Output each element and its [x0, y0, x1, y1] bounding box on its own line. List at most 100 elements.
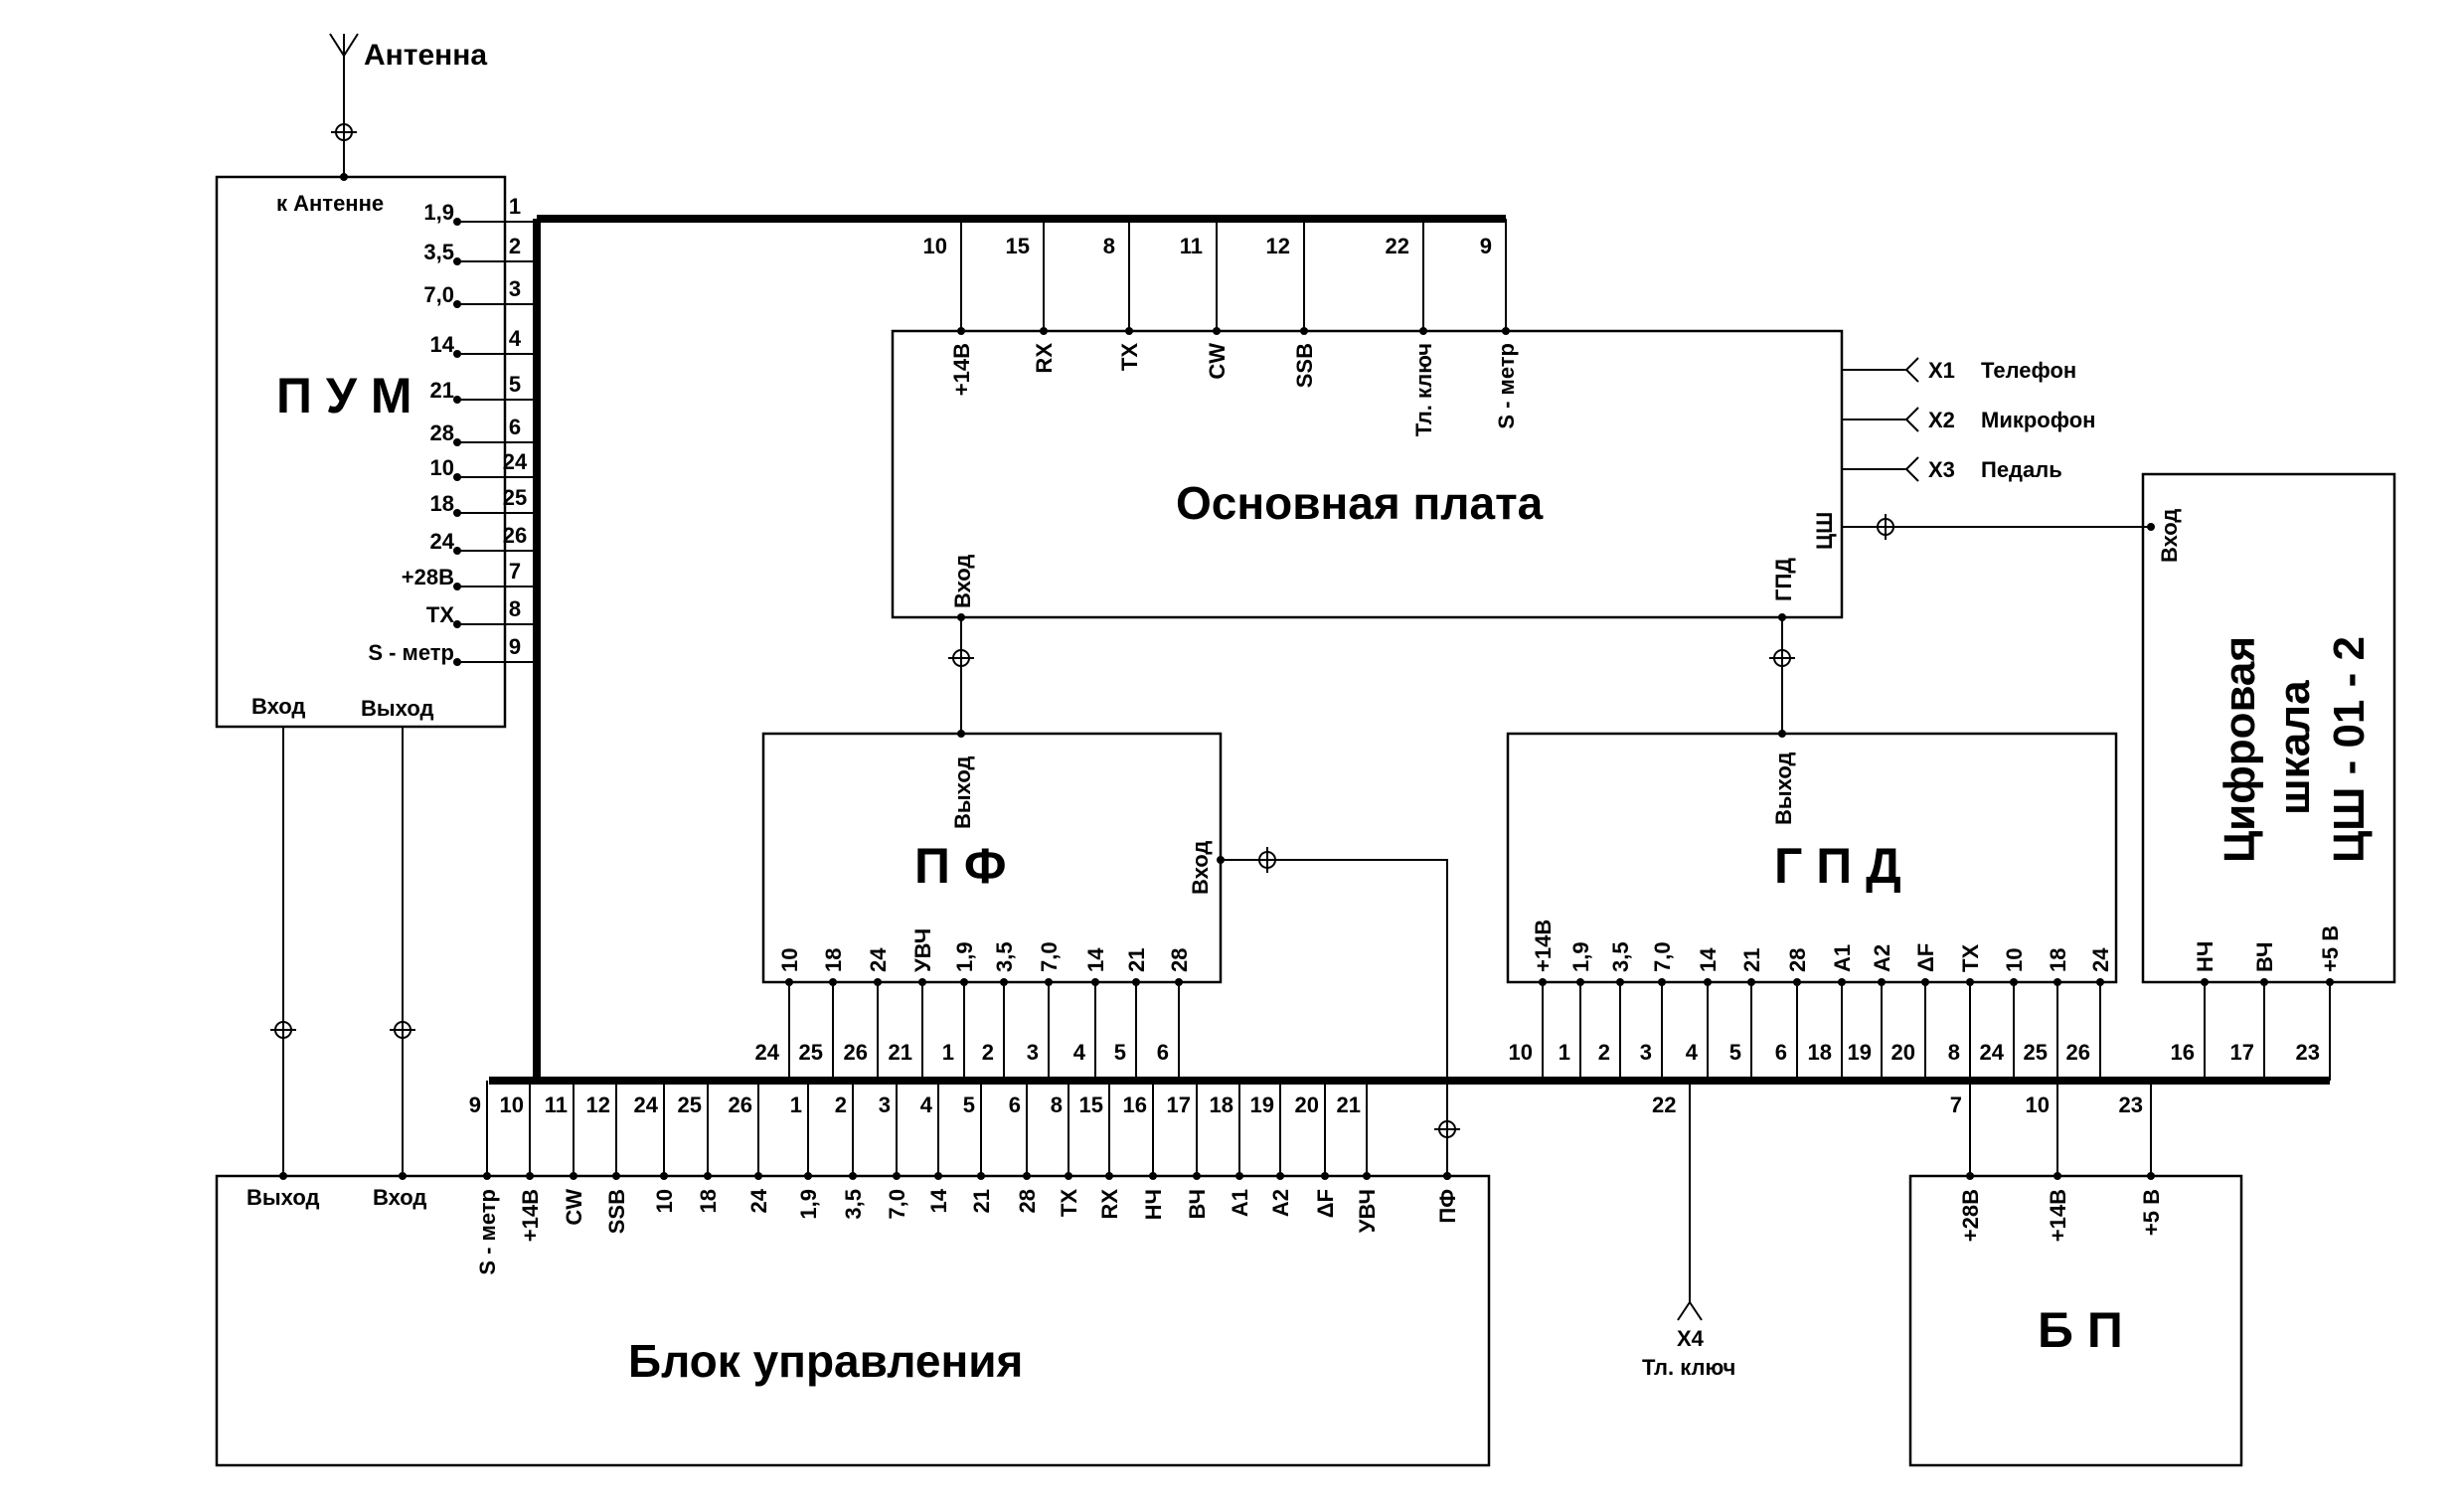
power-supply-pin-number: 10 [2026, 1092, 2050, 1117]
control-unit-pin-signal: 7,0 [885, 1189, 909, 1220]
x4-connector: 22 X4 Тл. ключ [1642, 1081, 1735, 1380]
junction-dot [1023, 1172, 1031, 1180]
pf-pin-signal: 3,5 [992, 941, 1017, 972]
pf-pin-number: 2 [982, 1040, 994, 1065]
digital-scale-pin-signal: ВЧ [2252, 941, 2277, 972]
main-board-pin-signal: RX [1032, 343, 1057, 374]
gpd-pin-signal: 18 [2046, 948, 2070, 972]
gpd-pin-number: 6 [1775, 1040, 1787, 1065]
digital-scale-pin-number: 16 [2171, 1040, 2195, 1065]
pf-pin-signal: 10 [777, 948, 802, 972]
gpd-pin-number: 26 [2066, 1040, 2090, 1065]
main-board-pin-number: 22 [1386, 234, 1409, 258]
main-board-pin-number: 12 [1266, 234, 1290, 258]
gpd-pin-signal: 3,5 [1608, 941, 1633, 972]
control-unit-pin-number: 16 [1123, 1092, 1147, 1117]
connector-label: Педаль [1981, 457, 2062, 482]
pum-row-signal: 7,0 [423, 282, 454, 307]
pf-pin-signal: УВЧ [910, 928, 935, 972]
gpd-pin-number: 10 [1509, 1040, 1533, 1065]
junction-dot [453, 350, 461, 358]
control-unit-pin-signal: ПФ [1435, 1189, 1460, 1224]
control-unit-input-label: Вход [373, 1185, 426, 1210]
main-board-pin-signal: CW [1205, 343, 1230, 380]
digital-scale-block: Вход Цифровая шкала ЦШ - 01 - 2 НЧ16ВЧ17… [2141, 472, 2396, 1081]
coax-connector-icon [1769, 649, 1795, 667]
gpd-pin-signal: 28 [1785, 948, 1810, 972]
control-unit-pin-signal: +14В [518, 1189, 543, 1242]
control-unit-pin-signal: А1 [1228, 1189, 1252, 1217]
junction-dot [483, 1172, 491, 1180]
control-unit-pin-number: 2 [835, 1092, 847, 1117]
pf-title: П Ф [914, 838, 1007, 894]
junction-dot [1175, 978, 1183, 986]
junction-dot [960, 978, 968, 986]
junction-dot [2096, 978, 2104, 986]
control-unit-pin-signal: 3,5 [841, 1189, 866, 1220]
control-unit-pin-number: 6 [1009, 1092, 1021, 1117]
gpd-pin-signal: 1,9 [1568, 941, 1593, 972]
gpd-pin-number: 8 [1948, 1040, 1960, 1065]
junction-dot [934, 1172, 942, 1180]
junction-dot [1091, 978, 1099, 986]
junction-dot [1040, 327, 1048, 335]
connector-fork-icon [1904, 357, 1919, 383]
control-unit-pin-signal: 1,9 [796, 1189, 821, 1220]
junction-dot [1443, 1172, 1451, 1180]
gpd-pin-signal: ΔF [1913, 943, 1938, 972]
junction-dot [1213, 327, 1221, 335]
antenna-label: Антенна [364, 39, 487, 72]
control-unit-pin-signal: УВЧ [1355, 1189, 1380, 1233]
control-unit-pin-signal: ВЧ [1185, 1189, 1210, 1220]
gpd-pin-signal: 24 [2088, 947, 2113, 972]
connector-id: X3 [1928, 457, 1955, 482]
junction-dot [893, 1172, 901, 1180]
junction-dot [1793, 978, 1801, 986]
gpd-pin-signal: 10 [2002, 948, 2027, 972]
junction-dot [2326, 978, 2334, 986]
pum-row-signal: 10 [430, 455, 454, 480]
junction-dot [660, 1172, 668, 1180]
junction-dot [570, 1172, 577, 1180]
junction-dot [1966, 1172, 1974, 1180]
main-board-pin-signal: TX [1117, 343, 1142, 371]
pf-pin-signal: 7,0 [1037, 941, 1062, 972]
control-unit-pin-signal: S - метр [475, 1189, 500, 1275]
junction-dot [704, 1172, 712, 1180]
junction-dot [1363, 1172, 1371, 1180]
pum-to-antenna-label: к Антенне [276, 191, 384, 216]
coax-connector-icon [331, 123, 357, 141]
main-board-input-label: Вход [950, 555, 975, 608]
junction-dot [2260, 978, 2268, 986]
control-unit-pin-signal: 28 [1015, 1189, 1040, 1213]
pum-row-signal: 14 [430, 332, 455, 357]
main-board-pin-signal: SSB [1292, 343, 1317, 388]
junction-dot [2010, 978, 2018, 986]
junction-dot [453, 509, 461, 517]
junction-dot [1125, 327, 1133, 335]
control-unit-pin-signal: 14 [926, 1188, 951, 1213]
junction-dot [1132, 978, 1140, 986]
control-unit-pin-signal: TX [1057, 1189, 1081, 1217]
connector-label: Телефон [1981, 358, 2076, 383]
gpd-pins: +14В101,913,527,03144215286А118А219ΔF20T… [1509, 920, 2113, 1081]
gpd-pin-number: 2 [1598, 1040, 1610, 1065]
junction-dot [1065, 1172, 1072, 1180]
main-board-dsh-label: ЦШ [1812, 512, 1837, 550]
pf-pin-signal: 18 [821, 948, 846, 972]
junction-dot [1576, 978, 1584, 986]
junction-dot [1921, 978, 1929, 986]
pum-row-signal: 24 [430, 529, 455, 554]
control-unit-pin-number: 9 [469, 1092, 481, 1117]
junction-dot [453, 218, 461, 226]
junction-dot [612, 1172, 620, 1180]
control-unit-pin-signal: 24 [746, 1188, 771, 1213]
pum-row-signal: 21 [430, 378, 454, 403]
digital-scale-pin-number: 23 [2296, 1040, 2320, 1065]
main-board-pin-signal: Тл. ключ [1411, 343, 1436, 436]
power-supply-pin-signal: +14В [2046, 1189, 2070, 1242]
gpd-output-label: Выход [1771, 752, 1796, 825]
